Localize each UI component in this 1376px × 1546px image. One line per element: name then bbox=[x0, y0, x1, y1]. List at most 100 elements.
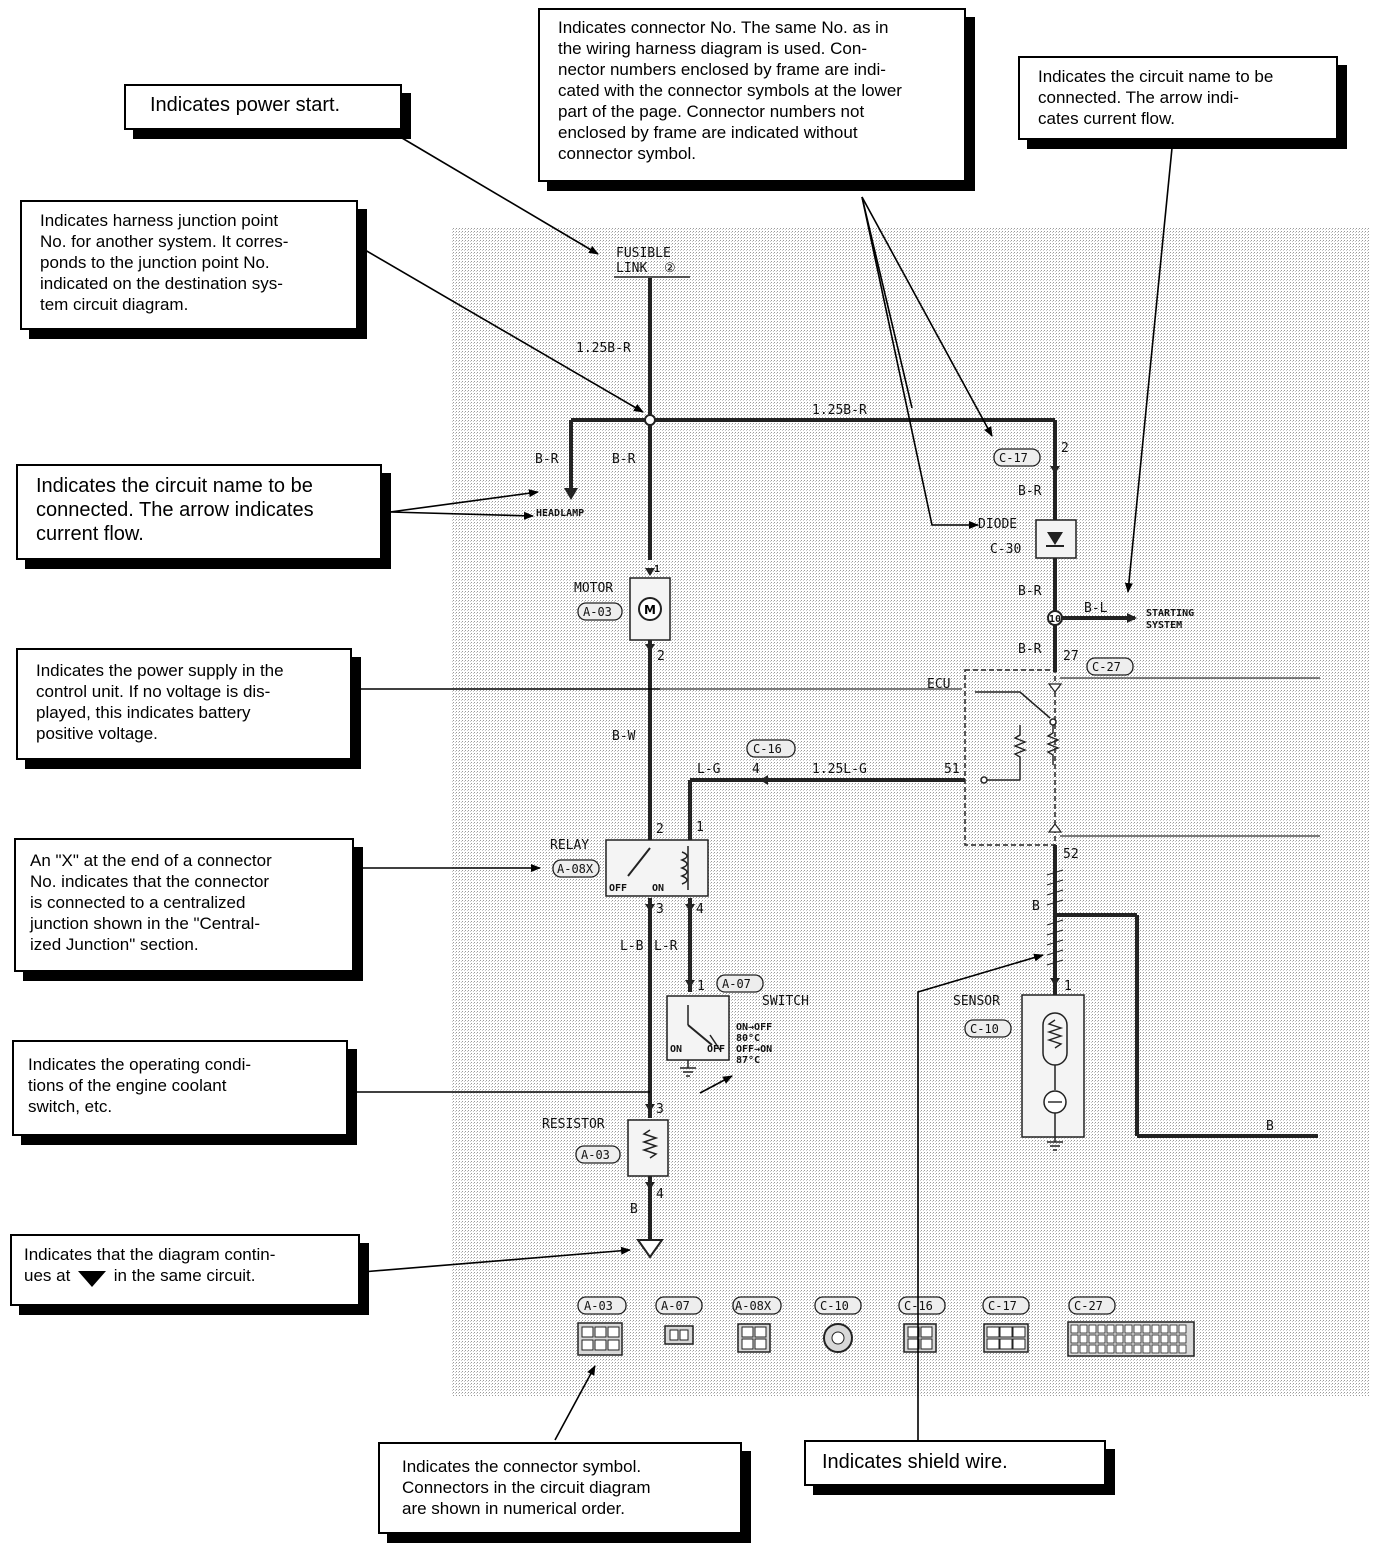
switch-label: SWITCH bbox=[762, 994, 809, 1009]
callout-line: the wiring harness diagram is used. Con- bbox=[558, 39, 867, 58]
connector-pin bbox=[1151, 1344, 1160, 1354]
wire-label-right-b: B bbox=[1266, 1119, 1274, 1134]
fusible-link-label-2: LINK bbox=[616, 261, 647, 276]
diode-label: DIODE bbox=[978, 517, 1017, 532]
connector-pin bbox=[1169, 1334, 1178, 1344]
callout-line: Indicates the power supply in the bbox=[36, 661, 284, 680]
wire-label-125lg: 1.25L-G bbox=[812, 762, 867, 777]
relay-contact-icon bbox=[627, 847, 651, 877]
sensor-box bbox=[1021, 994, 1085, 1138]
callout-line: switch, etc. bbox=[28, 1097, 113, 1116]
callout-line: cates current flow. bbox=[1038, 109, 1176, 128]
switch-condition-1: ON→OFF bbox=[736, 1022, 772, 1033]
wire-label-lg: L-G bbox=[697, 762, 721, 777]
connector-pin bbox=[1160, 1334, 1169, 1344]
callout-text: in the same circuit. bbox=[113, 1266, 256, 1285]
ecu-pin-52: 52 bbox=[1063, 847, 1079, 862]
connector-pin bbox=[1079, 1324, 1088, 1334]
c17-pin-2: 2 bbox=[1061, 441, 1069, 456]
relay-pin-1: 1 bbox=[696, 820, 704, 835]
callout-line: Indicates the operating condi- bbox=[28, 1055, 252, 1074]
junction-point-node bbox=[644, 414, 656, 426]
connector-pin bbox=[1124, 1344, 1133, 1354]
callout-line: connected. The arrow indi- bbox=[1038, 88, 1239, 107]
callout-line: ues at in the same circuit. bbox=[24, 1265, 346, 1287]
bottom-connector-label: C-27 bbox=[1074, 1299, 1103, 1313]
wire-label-main: 1.25B-R bbox=[576, 341, 631, 356]
callout-line: No. for another system. It corres- bbox=[40, 232, 289, 251]
junction-10-node bbox=[1047, 610, 1063, 626]
connector-pin bbox=[1097, 1324, 1106, 1334]
wire-label-b: B bbox=[630, 1202, 638, 1217]
ecu-label: ECU bbox=[927, 677, 950, 692]
motor-pin-1: 1 bbox=[654, 564, 660, 575]
diode-connector-no: C-30 bbox=[990, 542, 1021, 557]
connector-pin bbox=[1106, 1334, 1115, 1344]
callout-connector-symbol: Indicates the connector symbol. Connecto… bbox=[378, 1442, 742, 1534]
wire-label-diode-2: B-R bbox=[1018, 584, 1042, 599]
motor-label: MOTOR bbox=[574, 581, 613, 596]
callout-line: ized Junction" section. bbox=[30, 935, 199, 954]
wire-label-sensor-b: B bbox=[1032, 899, 1040, 914]
relay-label: RELAY bbox=[550, 838, 589, 853]
callout-line: Indicates power start. bbox=[150, 94, 341, 116]
callout-line: nector numbers enclosed by frame are ind… bbox=[558, 60, 886, 79]
callout-line: enclosed by frame are indicated without bbox=[558, 123, 858, 142]
callout-continues: Indicates that the diagram contin- ues a… bbox=[10, 1234, 360, 1306]
wires bbox=[569, 278, 1318, 1240]
callout-line: Indicates the connector symbol. bbox=[402, 1457, 642, 1476]
callout-line: No. indicates that the connector bbox=[30, 872, 270, 891]
connector-pin bbox=[1079, 1344, 1088, 1354]
callout-power-supply: Indicates the power supply in the contro… bbox=[16, 648, 352, 760]
leader-lines bbox=[350, 137, 1173, 1448]
callout-line: indicated on the destination sys- bbox=[40, 274, 283, 293]
callout-line: connector symbol. bbox=[558, 144, 696, 163]
connector-pin bbox=[1142, 1334, 1151, 1344]
connector-pin bbox=[1142, 1344, 1151, 1354]
fusible-link-number: ② bbox=[664, 261, 676, 276]
wire-label-lr: L-R bbox=[654, 939, 678, 954]
connector-pin bbox=[1097, 1334, 1106, 1344]
connector-pin bbox=[1070, 1324, 1079, 1334]
motor-connector-no: A-03 bbox=[583, 605, 612, 619]
callout-line: Indicates connector No. The same No. as … bbox=[558, 18, 889, 37]
relay-coil-icon bbox=[679, 851, 688, 885]
callout-line: Indicates harness junction point bbox=[40, 211, 279, 230]
connector-pin bbox=[1115, 1334, 1124, 1344]
sensor-ground-icon bbox=[1047, 1113, 1063, 1151]
switch-pin-1: 1 bbox=[697, 979, 705, 994]
connector-pin bbox=[1115, 1324, 1124, 1334]
bottom-connector-label: A-07 bbox=[661, 1299, 690, 1313]
diode-symbol-icon bbox=[1047, 532, 1063, 545]
callout-x-connector: An "X" at the end of a connector No. ind… bbox=[14, 838, 354, 972]
connector-pin bbox=[1169, 1344, 1178, 1354]
connector-pin bbox=[1169, 1324, 1178, 1334]
ecu-box bbox=[964, 669, 1056, 846]
connector-pin bbox=[1115, 1344, 1124, 1354]
bottom-connector-label: A-08X bbox=[735, 1299, 772, 1313]
switch-connector-tag bbox=[716, 974, 764, 993]
bottom-connector-row: A-03 A-07 A-08X C-10 C-16 C-17 bbox=[577, 1296, 1195, 1357]
callout-shield-wire: Indicates shield wire. bbox=[804, 1440, 1106, 1486]
connector-pin bbox=[1106, 1344, 1115, 1354]
connector-pin bbox=[1133, 1324, 1142, 1334]
connector-c27-tag bbox=[1086, 657, 1134, 676]
resistor-pin-3: 3 bbox=[656, 1102, 664, 1117]
continuation-triangle-icon bbox=[78, 1270, 107, 1287]
sensor-pin-1: 1 bbox=[1064, 979, 1072, 994]
bottom-connector-label: C-17 bbox=[988, 1299, 1017, 1313]
callout-line: current flow. bbox=[36, 523, 144, 545]
starting-arrow-icon bbox=[1127, 613, 1137, 623]
connector-pin bbox=[1160, 1344, 1169, 1354]
callout-junction-point: Indicates harness junction point No. for… bbox=[20, 200, 358, 330]
connector-pin bbox=[1106, 1324, 1115, 1334]
callout-line: connected. The arrow indicates bbox=[36, 499, 314, 521]
connector-pin bbox=[1088, 1344, 1097, 1354]
callout-line: cated with the connector symbols at the … bbox=[558, 81, 902, 100]
resistor-connector-tag bbox=[575, 1145, 621, 1164]
sensor-label: SENSOR bbox=[953, 994, 1000, 1009]
callout-line: tem circuit diagram. bbox=[40, 295, 189, 314]
callout-line: Indicates the circuit name to be bbox=[1038, 67, 1274, 86]
switch-off-label: OFF bbox=[707, 1044, 725, 1055]
c27-pin-27: 27 bbox=[1063, 649, 1079, 664]
